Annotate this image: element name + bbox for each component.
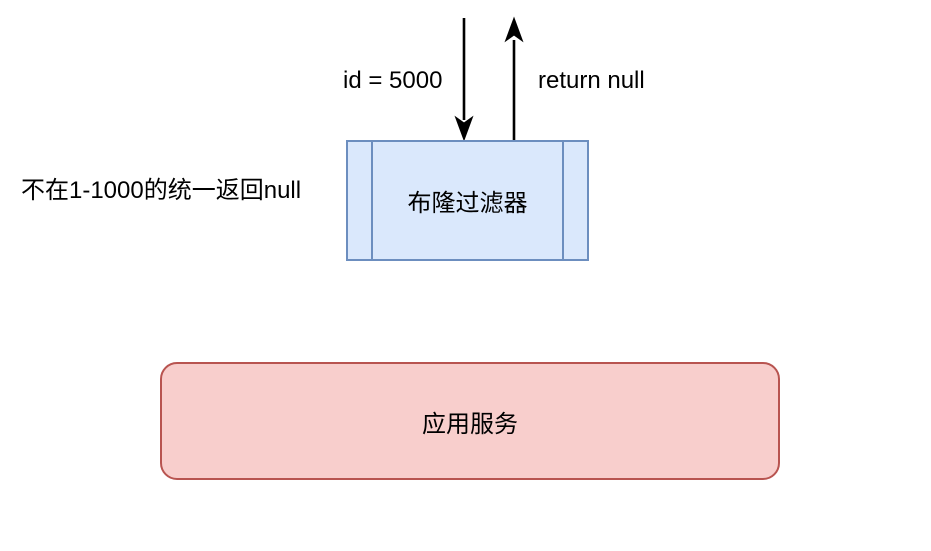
app-service-node: 应用服务: [160, 362, 780, 480]
response-arrow-up-icon: [504, 16, 524, 140]
response-label: return null: [538, 67, 645, 94]
bloom-filter-node: 布隆过滤器: [346, 140, 589, 261]
app-service-label: 应用服务: [422, 410, 518, 438]
process-bar-right: [562, 142, 564, 259]
bloom-filter-label: 布隆过滤器: [407, 190, 528, 217]
request-label: id = 5000: [343, 67, 443, 94]
request-arrow-down-icon: [454, 18, 474, 142]
process-bar-left: [371, 142, 373, 259]
note-text: 不在1-1000的统一返回null: [21, 177, 302, 204]
